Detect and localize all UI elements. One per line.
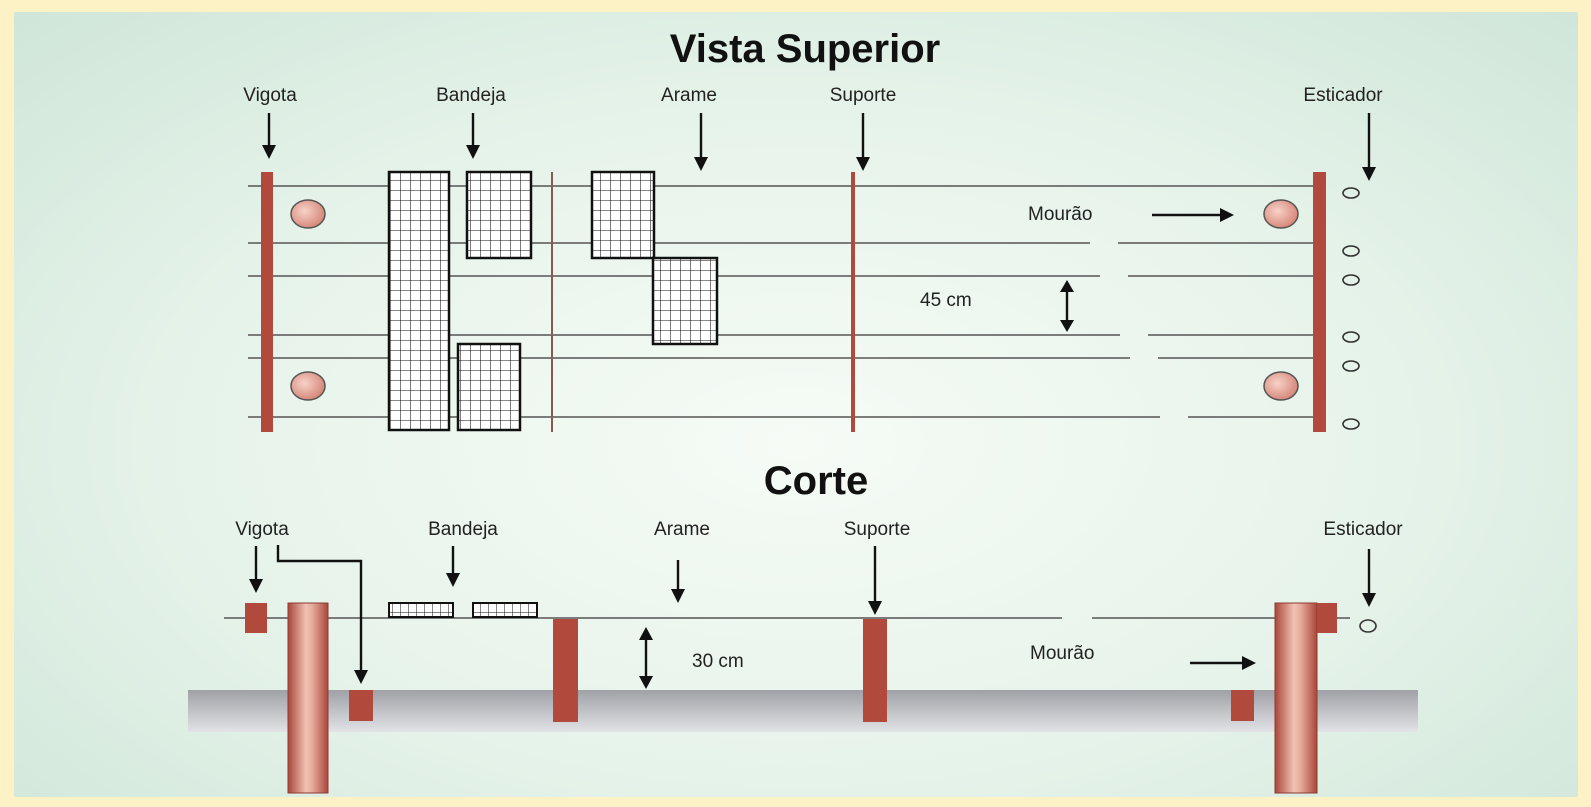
vigota-block-ground-right — [1231, 690, 1254, 721]
suporte-line — [851, 172, 855, 432]
bandeja-2 — [465, 170, 533, 260]
support-post-1 — [553, 619, 578, 722]
esticador-ring — [1342, 274, 1360, 286]
mourao-circle-br — [1263, 371, 1299, 401]
section-label-vigota: Vigota — [235, 519, 289, 540]
section-view-title: Corte — [764, 459, 868, 503]
section-arrows — [249, 545, 1376, 689]
vigota-right — [1313, 172, 1326, 432]
ground — [188, 690, 1418, 732]
esticador-ring — [1342, 360, 1360, 372]
mourao-post-left — [287, 602, 329, 794]
esticador-ring-section — [1359, 619, 1377, 633]
bandeja-side-1 — [388, 602, 454, 618]
bandeja-side-2 — [472, 602, 538, 618]
top-view-title: Vista Superior — [670, 27, 940, 71]
mourao-post-right — [1274, 602, 1318, 794]
esticadores-top — [1342, 187, 1360, 430]
bandeja-tall — [387, 170, 451, 432]
bandejas-top — [387, 170, 719, 432]
label-mourao: Mourão — [1028, 204, 1092, 225]
support-post-2 — [863, 619, 887, 722]
label-arame: Arame — [661, 85, 717, 106]
label-bandeja: Bandeja — [436, 85, 506, 106]
section-label-suporte: Suporte — [844, 519, 911, 540]
section-view: Corte Vigota Bandeja — [188, 459, 1418, 794]
esticador-ring — [1342, 245, 1360, 257]
esticador-ring — [1342, 187, 1360, 199]
label-esticador: Esticador — [1303, 85, 1383, 106]
bandeja-5 — [651, 256, 719, 346]
bandeja-4 — [590, 170, 656, 260]
vigota-block-top-left — [245, 603, 267, 633]
section-label-mourao: Mourão — [1030, 643, 1094, 664]
esticador-ring — [1342, 418, 1360, 430]
vigota-left — [261, 172, 273, 432]
top-view: Vista Superior — [243, 27, 1383, 432]
top-arrows — [262, 113, 1376, 332]
label-spacing-45: 45 cm — [920, 290, 972, 311]
section-arrow-vigota-ground — [276, 545, 363, 672]
bandeja-3 — [456, 342, 522, 432]
label-height-30: 30 cm — [692, 651, 744, 672]
vigota-block-top-right — [1317, 603, 1337, 633]
mourao-circle-tl — [290, 199, 326, 229]
section-label-bandeja: Bandeja — [428, 519, 498, 540]
mourao-circle-tr — [1263, 199, 1299, 229]
section-label-arame: Arame — [654, 519, 710, 540]
esticador-ring — [1342, 331, 1360, 343]
section-label-esticador: Esticador — [1323, 519, 1403, 540]
vigota-block-ground-left — [349, 690, 373, 721]
label-vigota: Vigota — [243, 85, 297, 106]
mourao-circle-bl — [290, 371, 326, 401]
label-suporte: Suporte — [830, 85, 897, 106]
